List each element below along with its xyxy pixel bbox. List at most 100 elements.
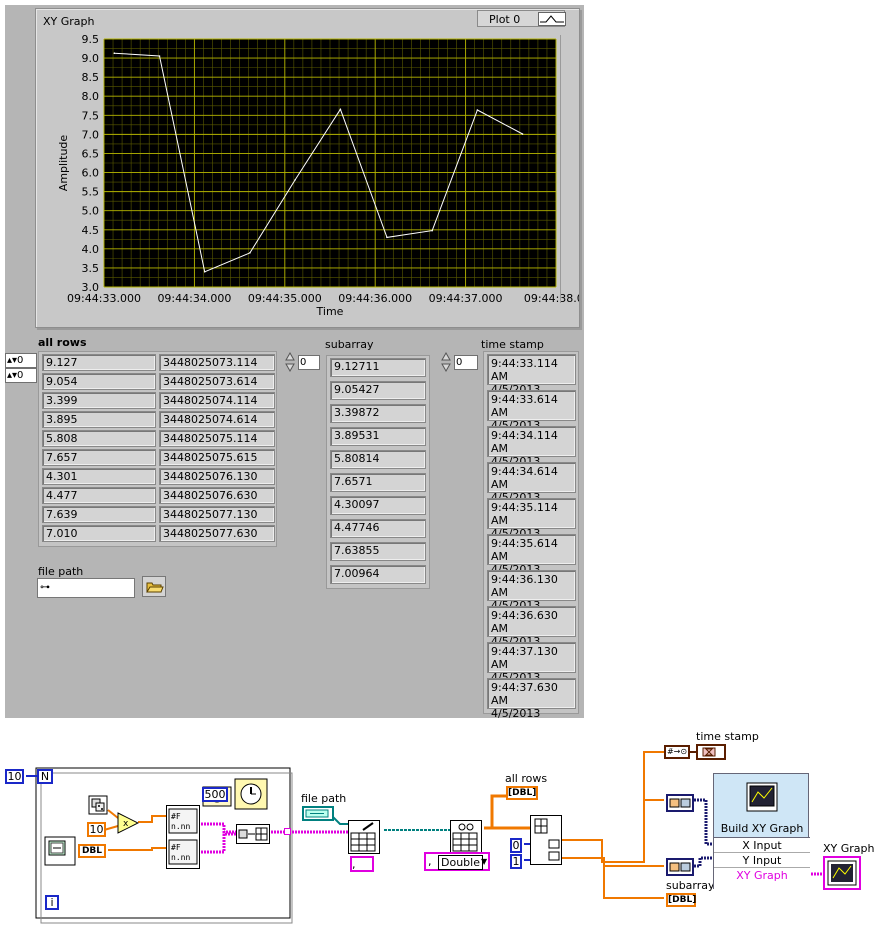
wait-timer-icon[interactable]	[234, 778, 268, 810]
all-rows-time-cell[interactable]: 3448025073.114	[159, 354, 275, 371]
read-spreadsheet-node[interactable]	[450, 820, 482, 854]
build-array-node[interactable]	[236, 824, 270, 844]
x-input-terminal[interactable]: X Input	[714, 839, 810, 853]
subarray-index-value[interactable]: 0	[298, 355, 320, 370]
index-col-constant[interactable]: 1	[510, 854, 522, 869]
subarray-index-spin-icon[interactable]	[284, 351, 296, 373]
xy-graph-output-terminal[interactable]: XY Graph	[736, 869, 788, 882]
y-input-terminal[interactable]: Y Input	[714, 854, 810, 868]
all-rows-time-cell[interactable]: 3448025076.630	[159, 487, 275, 504]
time-stamp-array[interactable]: 9:44:33.114 AM4/5/20139:44:33.614 AM4/5/…	[483, 351, 579, 720]
time-stamp-cell[interactable]: 9:44:34.614 AM4/5/2013	[487, 462, 576, 504]
plot-legend[interactable]: Plot 0	[477, 10, 566, 27]
y-tick-label: 5.0	[82, 205, 100, 218]
time-stamp-cell[interactable]: 9:44:36.130 AM4/5/2013	[487, 570, 576, 612]
browse-button[interactable]	[142, 576, 166, 597]
build-xy-graph-vi[interactable]: Build XY Graph X Input Y Input XY Graph	[713, 773, 810, 890]
subarray-index[interactable]: 0	[284, 351, 320, 376]
graph-title: XY Graph	[43, 15, 95, 28]
index-array-node[interactable]	[530, 815, 562, 865]
subarray-cell[interactable]: 5.80814	[330, 450, 426, 469]
row-index-control[interactable]: ▴▾0	[5, 353, 37, 368]
subarray-cell[interactable]: 9.05427	[330, 381, 426, 400]
time-stamp-cell[interactable]: 9:44:33.114 AM4/5/2013	[487, 354, 576, 396]
all-rows-value-cell[interactable]: 7.639	[42, 506, 156, 523]
time-stamp-cell[interactable]: 9:44:37.130 AM4/5/2013	[487, 642, 576, 684]
time-stamp-cell[interactable]: 9:44:35.614 AM4/5/2013	[487, 534, 576, 576]
all-rows-value-cell[interactable]: 4.477	[42, 487, 156, 504]
subarray-cell[interactable]: 3.89531	[330, 427, 426, 446]
time-stamp-index-value[interactable]: 0	[454, 355, 478, 370]
loop-count-constant[interactable]: 10	[5, 769, 24, 784]
file-path-terminal[interactable]	[302, 806, 334, 821]
subarray-terminal[interactable]: [DBL]	[666, 893, 697, 907]
build-xy-graph-title: Build XY Graph	[720, 822, 804, 835]
all-rows-time-cell[interactable]: 3448025077.630	[159, 525, 275, 542]
get-time-icon[interactable]	[44, 836, 78, 866]
all-rows-time-cell[interactable]: 3448025075.615	[159, 449, 275, 466]
subarray-array[interactable]: 9.12711 9.05427 3.39872 3.89531 5.80814 7.657…	[326, 355, 430, 589]
index-row-constant[interactable]: 0	[510, 838, 522, 853]
time-stamp-time: 9:44:33.614 AM	[491, 393, 558, 419]
multiply-icon[interactable]: x	[117, 812, 140, 834]
dbl-conversion[interactable]: DBL	[78, 844, 106, 858]
row-index-spin-icon[interactable]: ▴▾	[7, 355, 18, 366]
y-tick-label: 8.0	[82, 90, 100, 103]
dropdown-arrow-icon: ▼	[481, 857, 488, 866]
all-rows-value-cell[interactable]: 5.808	[42, 430, 156, 447]
subarray-cell[interactable]: 3.39872	[330, 404, 426, 423]
random-number-icon[interactable]	[88, 795, 108, 815]
all-rows-time-cell[interactable]: 3448025074.114	[159, 392, 275, 409]
time-stamp-cell[interactable]: 9:44:34.114 AM4/5/2013	[487, 426, 576, 468]
all-rows-value-cell[interactable]: 3.399	[42, 392, 156, 409]
string-wire	[198, 822, 238, 834]
to-timestamp-node[interactable]: #→⊙	[664, 745, 690, 759]
y-values-wire	[562, 857, 664, 899]
subarray-cell[interactable]: 4.47746	[330, 519, 426, 538]
time-stamp-terminal[interactable]	[696, 744, 726, 760]
all-rows-time-cell[interactable]: 3448025077.130	[159, 506, 275, 523]
xy-graph-terminal[interactable]	[823, 856, 861, 890]
col-index-spin-icon[interactable]: ▴▾	[7, 370, 18, 381]
time-stamp-cell[interactable]: 9:44:35.114 AM4/5/2013	[487, 498, 576, 540]
plot-area[interactable]: 9.59.08.58.07.57.06.56.05.55.04.54.03.53…	[36, 9, 579, 327]
all-rows-value-cell[interactable]: 4.301	[42, 468, 156, 485]
write-spreadsheet-node[interactable]	[348, 820, 380, 854]
type-select-dropdown[interactable]: , Double ▼	[424, 852, 490, 871]
subarray-cell[interactable]: 4.30097	[330, 496, 426, 515]
y-tick-label: 8.5	[82, 71, 100, 84]
all-rows-time-cell[interactable]: 3448025073.614	[159, 373, 275, 390]
multiply-constant[interactable]: 10	[87, 822, 106, 837]
col-index-control[interactable]: ▴▾0	[5, 368, 37, 383]
x-tick-label: 09:44:34.000	[157, 292, 231, 305]
for-loop[interactable]	[35, 767, 291, 919]
subarray-cell[interactable]: 7.6571	[330, 473, 426, 492]
to-dynamic-data-x[interactable]	[666, 794, 694, 812]
delimiter-constant-write[interactable]: ,	[350, 856, 374, 872]
data-point	[203, 270, 206, 273]
time-stamp-index[interactable]: 0	[440, 351, 478, 376]
wait-ms-constant[interactable]: 500	[202, 787, 228, 802]
all-rows-value-cell[interactable]: 7.657	[42, 449, 156, 466]
file-path-input[interactable]: ⊶	[37, 578, 135, 598]
time-stamp-cell[interactable]: 9:44:36.630 AM4/5/2013	[487, 606, 576, 648]
all-rows-time-cell[interactable]: 3448025075.114	[159, 430, 275, 447]
all-rows-terminal[interactable]: [DBL]	[506, 786, 538, 800]
all-rows-time-cell[interactable]: 3448025074.614	[159, 411, 275, 428]
all-rows-time-cell[interactable]: 3448025076.130	[159, 468, 275, 485]
all-rows-value-cell[interactable]: 9.127	[42, 354, 156, 371]
all-rows-value-cell[interactable]: 9.054	[42, 373, 156, 390]
subarray-cell[interactable]: 7.63855	[330, 542, 426, 561]
to-dynamic-data-y[interactable]	[666, 858, 694, 876]
svg-text:#F: #F	[171, 812, 181, 821]
time-stamp-index-spin-icon[interactable]	[440, 351, 452, 373]
subarray-cell[interactable]: 7.00964	[330, 565, 426, 584]
time-stamp-cell[interactable]: 9:44:33.614 AM4/5/2013	[487, 390, 576, 432]
all-rows-value-cell[interactable]: 7.010	[42, 525, 156, 542]
subarray-cell[interactable]: 9.12711	[330, 358, 426, 377]
all-rows-value-cell[interactable]: 3.895	[42, 411, 156, 428]
